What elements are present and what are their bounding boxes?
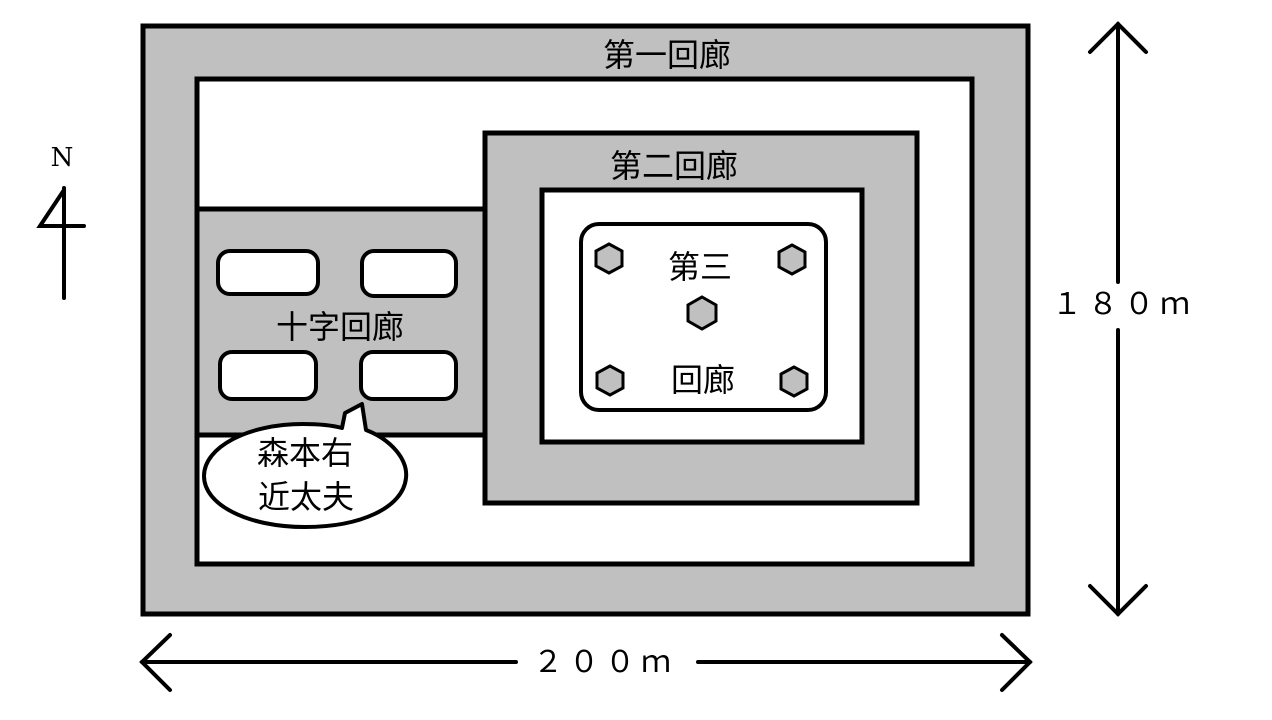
hexagon-pillar-icon — [777, 243, 807, 276]
height-dimension-arrow — [1088, 21, 1148, 617]
width-dimension-arrow — [139, 633, 1033, 692]
basin-top-left — [216, 249, 320, 296]
second-corridor-label: 第二回廊 — [610, 147, 738, 185]
north-arrow-icon — [36, 186, 86, 300]
first-corridor-label: 第一回廊 — [603, 36, 731, 74]
hexagon-pillar-icon — [595, 364, 625, 397]
third-corridor-label-bottom: 回廊 — [671, 361, 735, 399]
hexagon-pillar-icon — [779, 365, 809, 398]
third-corridor-label-top: 第三 — [668, 248, 732, 286]
height-dimension-label: １８０ｍ — [1052, 287, 1196, 322]
basin-bottom-left — [218, 350, 318, 401]
hexagon-pillar-icon — [686, 295, 718, 331]
basin-bottom-right — [359, 350, 458, 401]
basin-top-right — [360, 249, 458, 298]
inscription-bubble — [202, 402, 409, 529]
width-dimension-label: ２００ｍ — [533, 645, 677, 680]
inscription-line-1: 森本右 — [257, 434, 353, 472]
north-label: N — [51, 143, 74, 173]
cross-corridor-label: 十字回廊 — [276, 308, 404, 346]
hexagon-pillar-icon — [594, 242, 624, 275]
inscription-line-2: 近太夫 — [258, 478, 354, 516]
